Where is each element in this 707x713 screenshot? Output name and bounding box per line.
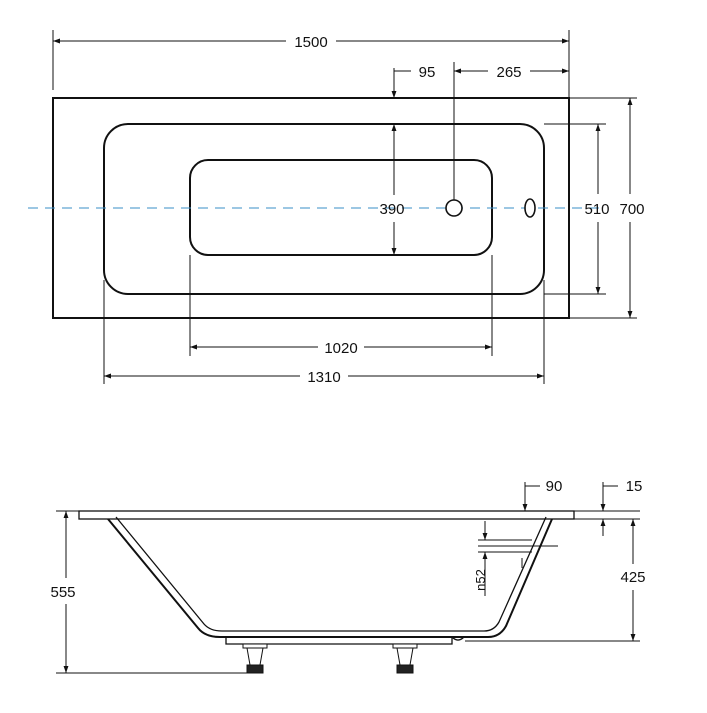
dim-width-label: 700 [619, 201, 644, 218]
drain-bump [451, 636, 465, 641]
dim-depth: 425 [465, 510, 646, 642]
dim-rim-width: 90 [522, 478, 563, 511]
dim-rim-thickness-label: 15 [626, 478, 643, 495]
dim-rim-width-label: 90 [546, 478, 563, 495]
dim-width: 700 [569, 97, 645, 319]
overflow-icon [524, 198, 536, 218]
tub-leg-left [242, 643, 268, 674]
tub-bowl-edge [103, 123, 545, 295]
drain-icon [445, 199, 463, 217]
tub-base [225, 637, 453, 645]
dim-bowl-width: 510 [544, 123, 610, 295]
dim-drain-to-edge: 265 [454, 62, 570, 98]
dim-drain-to-edge-label: 265 [496, 64, 521, 81]
dim-drain-offset: 95 [391, 62, 455, 200]
dim-inner-length: 1020 [189, 255, 493, 357]
dim-length-label: 1500 [294, 34, 327, 51]
dim-inner-width: 390 [379, 124, 405, 255]
dim-overflow: n52 [473, 521, 558, 596]
dim-inner-length-label: 1020 [324, 340, 357, 357]
dim-bowl-width-label: 510 [584, 201, 609, 218]
side-view: 555 90 15 425 [50, 478, 646, 674]
dim-height-label: 555 [50, 584, 75, 601]
dim-rim-thickness: 15 [600, 478, 643, 536]
dim-depth-label: 425 [620, 569, 645, 586]
dim-overflow-label: n52 [473, 569, 488, 591]
dim-inner-width-label: 390 [379, 201, 404, 218]
dim-bowl-length-label: 1310 [307, 369, 340, 386]
dim-length: 1500 [52, 30, 570, 90]
dim-drain-offset-label: 95 [419, 64, 436, 81]
top-view: 1500 95 265 390 510 [28, 30, 645, 386]
tub-shell-outer [107, 518, 553, 638]
dim-bowl-length: 1310 [103, 280, 545, 386]
dim-height: 555 [50, 510, 247, 674]
tub-shell-inner [115, 516, 547, 632]
tub-rim [78, 510, 575, 520]
tub-leg-right [392, 643, 418, 674]
